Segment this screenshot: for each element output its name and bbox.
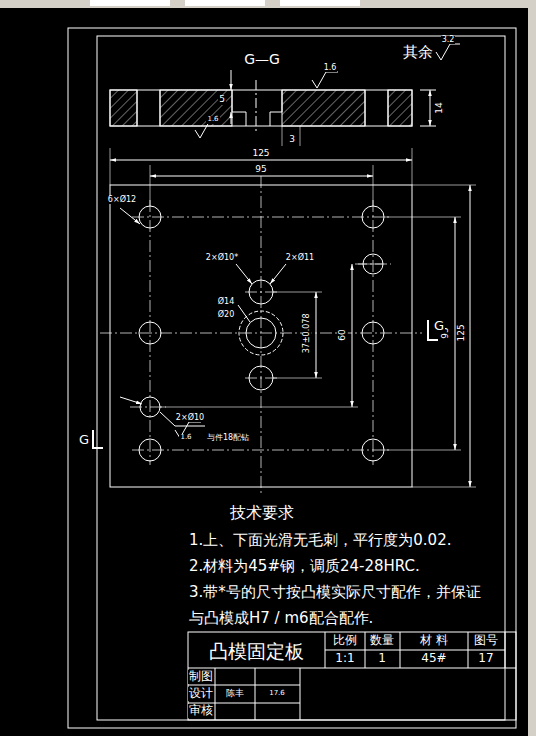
notes-heading: 技术要求 <box>229 504 295 522</box>
table-cell: 1 <box>377 652 387 665</box>
table-cell: 17.6 <box>268 690 286 698</box>
part-name: 凸模固定板 <box>208 641 305 662</box>
table-cell: 材 料 <box>419 634 449 647</box>
hole-callout: Ø20 <box>217 311 235 320</box>
roughness-value: 1.6 <box>323 64 338 73</box>
dimension-text: 95 <box>254 165 267 175</box>
hole-callout: 2×Ø10 <box>175 414 205 423</box>
roughness-value: 1.6 <box>179 434 192 442</box>
table-cell: 1:1 <box>334 652 355 665</box>
dimension-text: 14 <box>435 101 445 114</box>
dimension-text: 37±0.078 <box>303 312 312 354</box>
dimension-text: 3 <box>288 135 296 145</box>
hole-callout: 2×Ø10* <box>205 254 239 263</box>
section-title: G—G <box>243 52 281 67</box>
table-cell: 数量 <box>369 634 395 647</box>
section-mark: G <box>78 433 90 447</box>
dimension-text: 125 <box>251 149 270 159</box>
dimension-text: 125 <box>457 323 467 342</box>
note-line: 1.上、下面光滑无毛刺，平行度为0.02. <box>188 532 452 549</box>
hole-callout: 2×Ø11 <box>285 254 315 263</box>
roughness-value: 1.6 <box>206 116 219 124</box>
table-cell: 制图 <box>188 670 214 683</box>
table-cell: 陈丰 <box>225 689 245 699</box>
table-cell: 比例 <box>332 634 358 647</box>
hole-callout: 6×Ø12 <box>107 196 137 205</box>
note-line: 2.材料为45#钢，调质24-28HRC. <box>188 558 421 575</box>
table-cell: 审核 <box>188 704 214 717</box>
section-mark: G <box>433 319 445 333</box>
table-cell: 图号 <box>473 634 499 647</box>
dimension-text: 5 <box>218 95 226 105</box>
process-note: 与件18配钻 <box>206 434 250 443</box>
table-cell: 45# <box>420 652 447 665</box>
roughness-value: 3.2 <box>441 36 456 45</box>
table-cell: 17 <box>477 652 494 665</box>
note-line: 3.带*号的尺寸按凸模实际尺寸配作，并保证 <box>188 584 482 601</box>
table-cell: 设计 <box>188 687 214 700</box>
roughness-note: 其余 <box>402 44 434 61</box>
hole-callout: Ø14 <box>217 298 235 307</box>
note-line: 与凸模成H7 / m6配合配作. <box>188 610 374 627</box>
dimension-text: 60 <box>338 328 348 341</box>
